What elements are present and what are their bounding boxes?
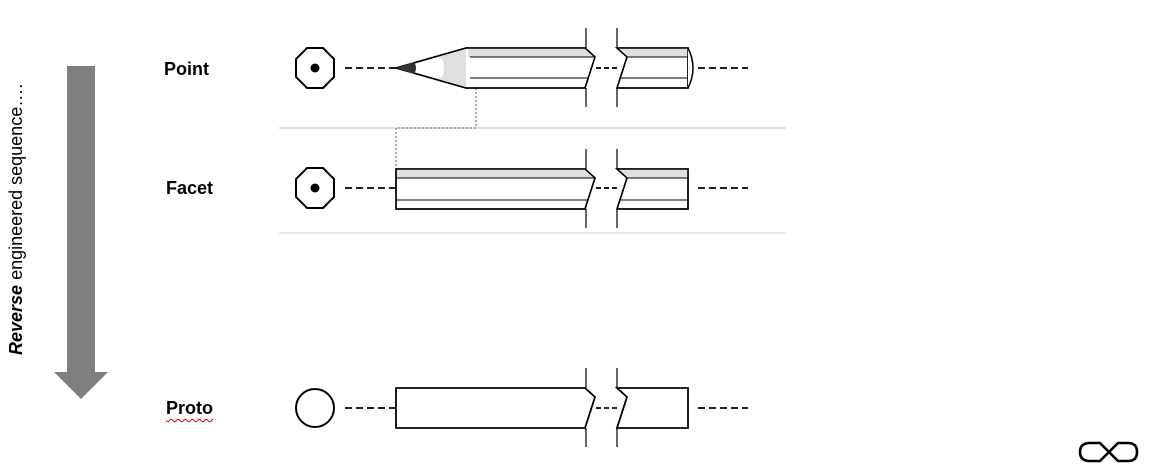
lead-tip-icon [396, 62, 416, 74]
facet-shading [397, 169, 595, 178]
cone-shading [440, 48, 473, 88]
facet-outline [615, 168, 689, 210]
facet-outline [615, 47, 689, 89]
circle-end-view-icon [295, 388, 335, 428]
proto-pencil [295, 368, 748, 447]
stage-label-facet: Facet [166, 178, 214, 198]
infinity-link-icon [1078, 441, 1139, 463]
facet-shading [617, 169, 688, 178]
point-pencil [295, 28, 748, 107]
facet-outline [395, 168, 596, 210]
facet-pencil [295, 149, 748, 228]
facet-shading [468, 48, 595, 57]
lead-dot [310, 183, 320, 193]
stage-label-proto: Proto [166, 398, 213, 418]
round-body-left [395, 387, 597, 429]
stage-label-point: Point [164, 59, 209, 79]
lead-dot [310, 63, 320, 73]
down-arrow-icon [54, 66, 108, 399]
round-body-right [614, 387, 689, 429]
rounded-end-cap [687, 47, 694, 89]
facet-shading [617, 48, 688, 57]
dotted-connector [395, 88, 477, 168]
